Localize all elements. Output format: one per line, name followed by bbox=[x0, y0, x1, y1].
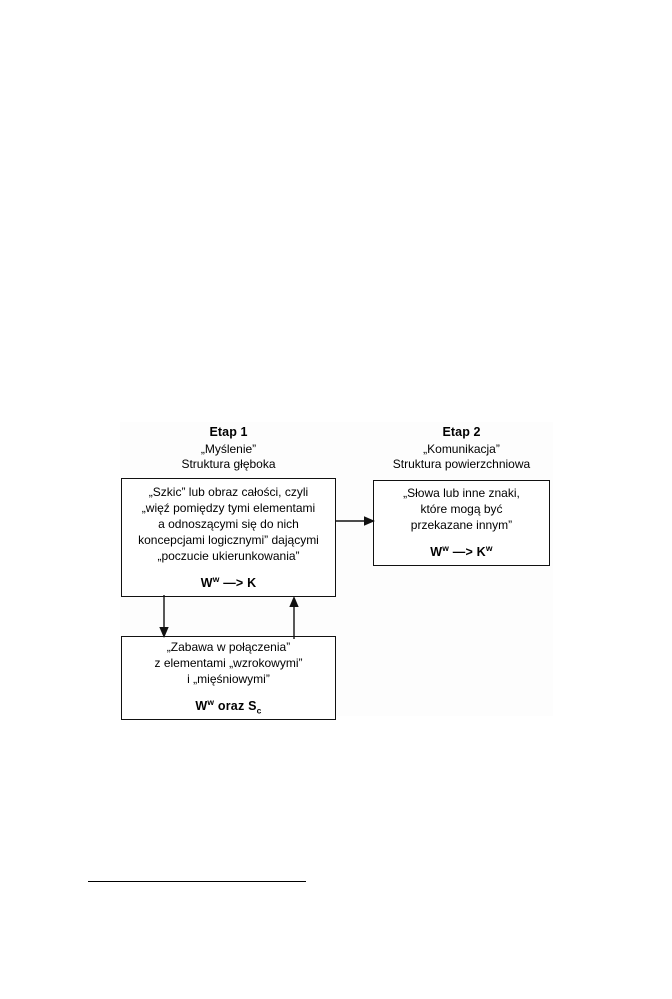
formula-operator: —> bbox=[219, 575, 248, 590]
stage-1-label: Etap 1 bbox=[209, 425, 248, 439]
box-deep-structure: „Szkic” lub obraz całości, czyli „więź p… bbox=[121, 478, 336, 597]
stage-1-subtitle-line-2: Struktura głęboka bbox=[181, 457, 276, 472]
formula-base-2: K bbox=[476, 545, 486, 560]
formula-sup-1: w bbox=[207, 697, 215, 708]
formula-base-1: W bbox=[200, 575, 213, 590]
footnote-separator-rule bbox=[88, 881, 306, 883]
arrow-play-to-deep bbox=[289, 596, 299, 639]
formula-sup-2: w bbox=[485, 543, 493, 554]
stage-2-subtitle-line-2: Struktura powierzchniowa bbox=[392, 457, 531, 472]
box-surface-structure-formula: Ww —> Kw bbox=[430, 543, 492, 559]
formula-sup-1: w bbox=[442, 543, 450, 554]
stage-2-label: Etap 2 bbox=[442, 425, 481, 439]
box-play-of-connections: „Zabawa w połączenia” z elementami „wzro… bbox=[121, 636, 336, 720]
stage-2-subtitle-line-1: „Komunikacja” bbox=[423, 442, 500, 456]
box-deep-structure-text: „Szkic” lub obraz całości, czyli „więź p… bbox=[138, 485, 319, 563]
column-header-stage-2: Etap 2 „Komunikacja” Struktura powierzch… bbox=[373, 424, 550, 473]
formula-base-2: K bbox=[247, 575, 257, 590]
column-header-stage-1: Etap 1 „Myślenie” Struktura głęboka bbox=[121, 424, 336, 473]
formula-operator: —> bbox=[449, 545, 477, 560]
arrow-deep-to-surface bbox=[335, 516, 375, 526]
box-surface-structure-text: „Słowa lub inne znaki, które mogą być pr… bbox=[403, 486, 520, 533]
stage-1-subtitle-line-1: „Myślenie” bbox=[200, 442, 257, 456]
formula-sup-1: w bbox=[212, 573, 220, 584]
box-deep-structure-formula: Ww —> K bbox=[201, 574, 257, 590]
box-play-of-connections-text: „Zabawa w połączenia” z elementami „wzro… bbox=[154, 640, 303, 687]
box-surface-structure: „Słowa lub inne znaki, które mogą być pr… bbox=[373, 480, 550, 566]
formula-base-1: W bbox=[430, 545, 443, 560]
arrow-deep-to-play bbox=[159, 595, 169, 638]
formula-sub-2: c bbox=[256, 705, 262, 716]
formula-base-2: S bbox=[248, 699, 257, 714]
box-play-of-connections-formula: Ww oraz Sc bbox=[195, 697, 261, 716]
formula-operator: oraz bbox=[214, 699, 249, 714]
formula-base-1: W bbox=[195, 699, 208, 714]
